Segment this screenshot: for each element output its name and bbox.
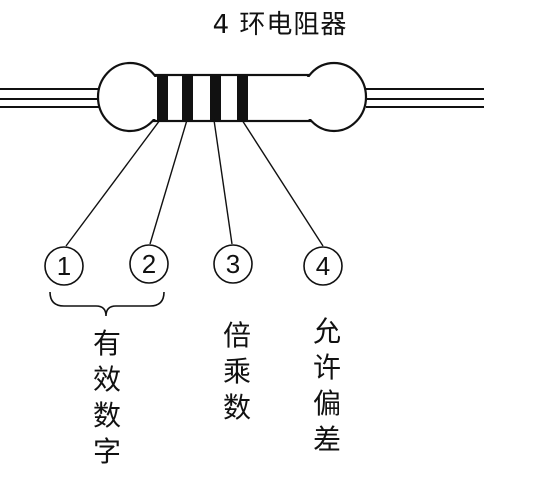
leader-line-1 [65, 119, 161, 247]
right-lead-wire [366, 88, 484, 108]
label-char: 允 [312, 315, 341, 348]
band-3 [210, 76, 221, 120]
label-char: 偏 [312, 387, 341, 420]
label-char: 倍 [222, 319, 251, 352]
label-multiplier: 倍 乘 数 [217, 318, 257, 426]
label-char: 乘 [222, 355, 251, 388]
label-char: 许 [312, 351, 341, 384]
leader-line-2 [149, 119, 188, 245]
band-2 [182, 76, 193, 120]
label-char: 数 [92, 399, 121, 432]
diagram-title: 4 环电阻器 [212, 10, 348, 40]
marker-circle-4 [303, 246, 343, 286]
left-lead-wire [0, 88, 104, 108]
leader-line-4 [241, 119, 324, 247]
label-char: 效 [92, 363, 121, 396]
label-char: 有 [92, 327, 121, 360]
marker-2: 2 [141, 249, 157, 279]
label-char: 字 [92, 435, 121, 468]
marker-3: 3 [225, 249, 241, 279]
marker-circle-3 [213, 244, 253, 284]
marker-4: 4 [315, 251, 331, 281]
band-4 [237, 76, 248, 120]
marker-circle-1 [44, 246, 84, 286]
brace [49, 291, 165, 317]
label-significant-digits: 有 效 数 字 [87, 326, 127, 470]
band-1 [157, 76, 168, 120]
marker-circle-2 [129, 244, 169, 284]
marker-1: 1 [56, 251, 72, 281]
label-tolerance: 允 许 偏 差 [307, 314, 347, 458]
label-char: 数 [222, 391, 251, 424]
leader-line-3 [213, 119, 233, 245]
label-char: 差 [312, 423, 341, 456]
